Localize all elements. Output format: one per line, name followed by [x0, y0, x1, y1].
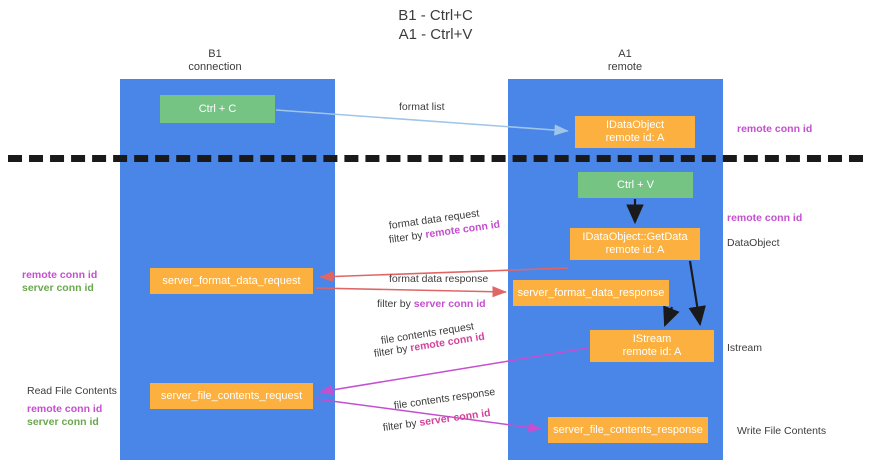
phase-separator-dashed-line — [8, 155, 863, 162]
edge-label-format-data-response: format data response — [389, 273, 489, 285]
filter-key-server-conn-id: server conn id — [418, 406, 492, 429]
annotation-left-remote-conn-id-mid: remote conn id — [22, 269, 98, 281]
annotation-remote-conn-id-top: remote conn id — [737, 123, 813, 135]
annotation-write-file-contents: Write File Contents — [737, 425, 827, 437]
annotation-left-server-conn-id-mid: server conn id — [22, 282, 94, 294]
filter-prefix: filter by — [388, 228, 427, 246]
node-server-format-data-response[interactable]: server_format_data_response — [513, 280, 669, 306]
column-header-a1: A1 remote — [607, 48, 643, 73]
node-ctrl-c[interactable]: Ctrl + C — [160, 95, 275, 123]
node-ctrl-v[interactable]: Ctrl + V — [578, 172, 693, 198]
node-idataobject[interactable]: IDataObject remote id: A — [575, 116, 695, 148]
annotation-read-file-contents: Read File Contents — [27, 385, 117, 397]
filter-key-server-conn-id: server conn id — [413, 298, 486, 310]
column-header-b1: B1 connection — [188, 48, 242, 73]
annotation-remote-conn-id-mid: remote conn id — [727, 212, 803, 224]
annotation-dataobject: DataObject — [727, 237, 780, 249]
diagram-title: B1 - Ctrl+C A1 - Ctrl+V — [398, 7, 473, 43]
node-idataobject-getdata[interactable]: IDataObject::GetData remote id: A — [570, 228, 700, 260]
node-server-format-data-request[interactable]: server_format_data_request — [150, 268, 313, 294]
node-server-file-contents-response[interactable]: server_file_contents_response — [548, 417, 708, 443]
edge-label-format-list: format list — [399, 101, 445, 113]
node-istream[interactable]: IStream remote id: A — [590, 330, 714, 362]
edge-label-format-data-response-filter: filter by server conn id — [377, 297, 486, 311]
filter-prefix: filter by — [377, 298, 414, 310]
annotation-left-server-conn-id-bottom: server conn id — [27, 416, 99, 428]
annotation-left-remote-conn-id-bottom: remote conn id — [27, 403, 103, 415]
node-server-file-contents-request[interactable]: server_file_contents_request — [150, 383, 313, 409]
annotation-istream: Istream — [727, 342, 763, 354]
filter-prefix: filter by — [382, 416, 421, 434]
filter-prefix: filter by — [373, 342, 412, 360]
